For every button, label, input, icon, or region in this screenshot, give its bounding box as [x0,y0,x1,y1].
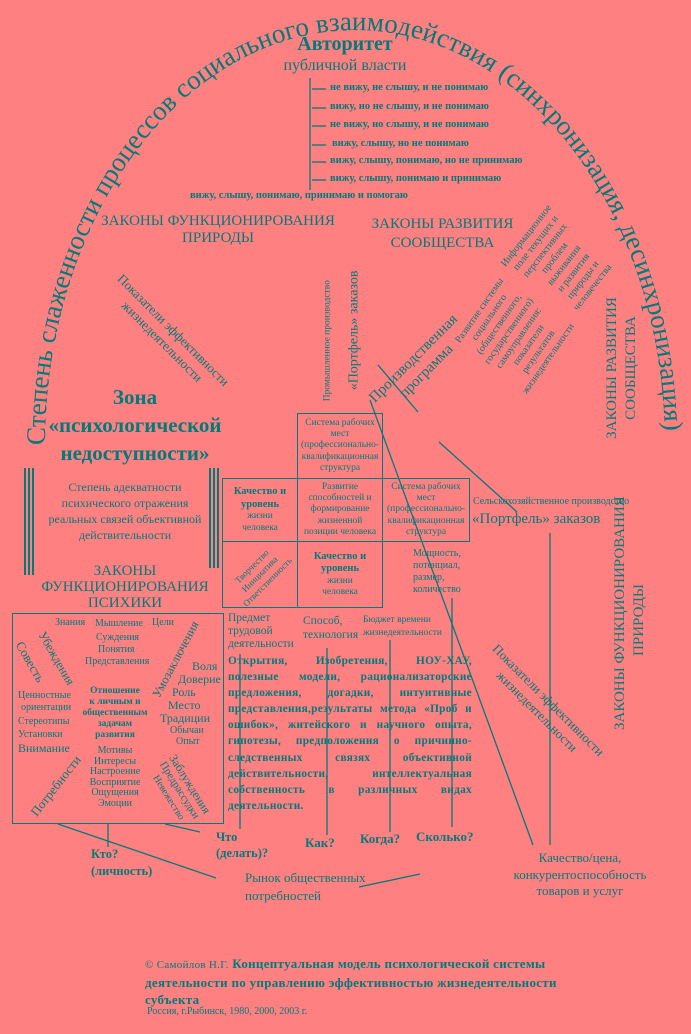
psyche-attention: Внимание [18,741,70,755]
caption-place: Россия, г.Рыбинск, 1980, 2000, 2003 г. [147,1006,308,1017]
psyche-orientations: ориентации [21,702,72,713]
question-what: Что(делать)? [216,830,269,860]
authority-level: вижу, слышу, но не понимаю [332,138,469,149]
question-how: Как? [305,835,335,850]
portfolio-orders-right: «Портфель» заказов [472,511,601,527]
psyche-role: Роль [172,685,196,699]
psyche-trust: Доверие [178,672,221,686]
question-how-much: Сколько? [416,829,474,844]
psyche-place: Место [168,698,201,712]
psyche-stereotypes: Стереотипы [18,716,70,727]
psyche-knowledge: Знания [55,617,86,628]
capacity-text: Мощность,потенциал,размер,количество [413,548,461,595]
authority-level: не вижу, не слышу, и не понимаю [330,82,489,93]
discoveries-paragraph: Открытия, Изобретения, НОУ-ХАУ, полезные… [228,655,472,812]
authority-level: не вижу, но слышу, и не понимаю [330,119,489,130]
caption: © Самойлов Н.Г. Концептуальная модель пс… [145,956,557,1007]
psyche-representations: Представления [85,656,150,667]
industrial-production: Промышленное производство [322,280,333,402]
psyche-traditions: Традиции [160,711,210,725]
psyche-will: Воля [192,659,218,673]
authority-level: вижу, но не слышу, и не понимаю [330,101,489,112]
question-who: Кто?(личность) [91,847,153,878]
psyche-thinking: Мышление [95,618,143,629]
psyche-judgments: Суждения [96,632,140,643]
authority-subtitle: публичной власти [283,57,407,74]
psyche-customs: Обычаи [170,725,204,736]
psyche-attitudes: Установки [18,729,63,740]
agricultural-production: Сельскохозяйственное производство [473,496,630,507]
method-technology: Способ,технология [303,615,359,641]
psyche-concepts: Понятия [98,644,135,655]
psyche-value: Ценностные [18,690,71,701]
authority-level: вижу, слышу, понимаю, принимаю и помогаю [190,190,408,201]
psyche-goals: Цели [152,617,175,628]
authority-level: вижу, слышу, понимаю, но не принимаю [330,155,523,166]
question-when: Когда? [360,831,401,846]
authority-level: вижу, слышу, понимаю и принимаю [330,173,502,184]
psyche-experience: Опыт [176,736,200,747]
portfolio-orders-vertical: «Портфель» заказов [346,270,362,391]
psyche-box [12,613,224,824]
authority-title: Авторитет [297,33,393,55]
